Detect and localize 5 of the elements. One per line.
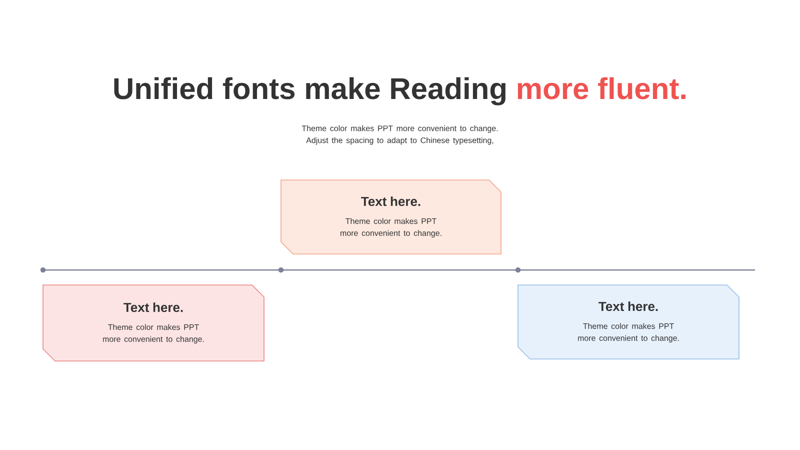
- text-card: Text here. Theme color makes PPT more convenient to change.: [280, 180, 502, 254]
- subtitle: Theme color makes PPT more convenient to change. Adjust the spacing to adapt to Chinese typesetting,: [302, 125, 498, 145]
- text-card: Text here. Theme color makes PPT more convenient to change.: [42, 284, 264, 362]
- title: Unified fonts make Reading more fluent.: [114, 77, 686, 106]
- text-card: Text here. Theme color makes PPT more convenient to change.: [518, 284, 740, 360]
